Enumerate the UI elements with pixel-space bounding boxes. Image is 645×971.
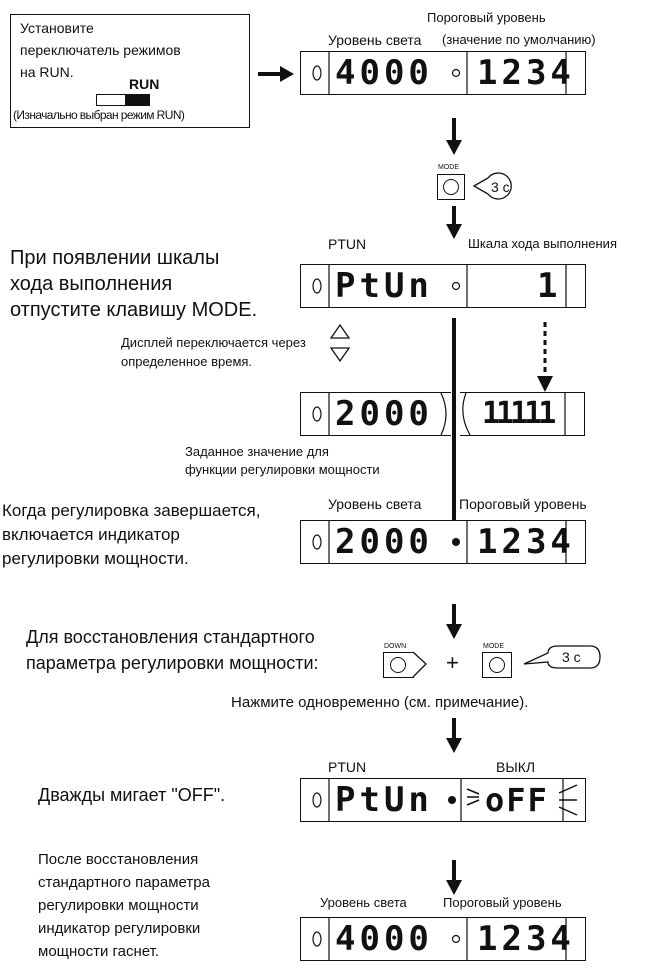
mode-switch-icon [96,94,150,106]
down-key-label: DOWN [384,643,407,650]
display-segments-6 [312,779,578,821]
restored-note-line-4: индикатор регулировки [38,920,201,937]
switch-note-line-2: определенное время. [121,354,253,369]
display-panel-2: PtUn 1 [300,264,586,308]
ptun-label: PTUN [328,236,367,252]
display-1-right-value: 1234 [477,53,575,93]
mode-button[interactable] [437,174,465,200]
threshold-label-4: Пороговый уровень [459,496,587,512]
dashed-down-arrow-icon [537,322,553,392]
duration-text-2: 3 с [562,649,581,665]
down-arrow-icon [446,604,462,639]
restored-note-line-3: регулировки мощности [38,897,199,914]
complete-instruction-line-2: включается индикатор [2,525,180,544]
display-panel-4: 2000 1234 [300,520,586,564]
display-3-right-value: 11111 [482,396,556,431]
display-3-left-value: 2000 [335,394,433,434]
button-circle-icon [390,657,406,673]
button-circle-icon [489,657,505,673]
mode-button-2[interactable] [482,652,512,678]
display-segments-1 [312,52,567,94]
toggle-triangles-icon [329,323,351,363]
right-arrow-icon [258,66,294,82]
run-instruction-line-3: на RUN. [20,64,74,80]
run-instruction-line-1: Установите [20,20,94,36]
off-label: ВЫКЛ [496,759,536,775]
restored-note-line-1: После восстановления [38,851,199,868]
progress-bar-label: Шкала хода выполнения [468,236,617,251]
down-button[interactable] [383,652,414,678]
duration-bubble-icon [472,172,512,200]
run-instruction-box [10,14,250,128]
display-6-right-value: oFF [485,781,549,819]
down-arrow-icon [446,118,462,155]
display-panel-3-left: 2000 [300,392,451,436]
duration-bubble-icon [523,645,601,669]
display-segments-3 [312,392,447,436]
release-instruction-line-2: хода выполнения [10,273,173,295]
light-level-label-7: Уровень света [320,895,407,910]
plus-sign: + [446,650,459,675]
default-run-note: (Изначально выбран режим RUN) [13,108,185,122]
display-2-left-value: PtUn [335,266,433,306]
value-note-line-2: функции регулировки мощности [185,462,380,477]
run-instruction-line-2: переключатель режимов [20,42,181,58]
display-4-right-value: 1234 [477,522,575,562]
display-7-right-value: 1234 [477,919,575,959]
duration-text: 3 с [491,179,510,195]
display-segments-2 [312,265,567,307]
ptun-label-6: PTUN [328,759,367,775]
down-arrow-icon [446,206,462,239]
threshold-default-label-2: (значение по умолчанию) [442,32,596,47]
light-level-label: Уровень света [328,32,422,48]
display-1-left-value: 4000 [335,53,433,93]
display-panel-6: PtUn oFF [300,778,586,822]
display-segments-3b [462,392,566,436]
threshold-default-label-1: Пороговый уровень [427,10,546,25]
display-segments-7 [312,918,567,960]
display-panel-7: 4000 1234 [300,917,586,961]
mode-key-label: MODE [438,164,459,171]
restore-instruction-line-2: параметра регулировки мощности: [26,653,319,673]
display-6-left-value: PtUn [335,780,433,820]
threshold-label-7: Пороговый уровень [443,895,562,910]
switch-note-line-1: Дисплей переключается через [121,335,306,350]
restored-note-line-2: стандартного параметра [38,874,210,891]
restore-instruction-line-1: Для восстановления стандартного [26,627,315,647]
press-simultaneously-note: Нажмите одновременно (см. примечание). [231,694,529,711]
restored-note-line-5: мощности гаснет. [38,943,160,960]
button-circle-icon [443,179,459,195]
complete-instruction-line-1: Когда регулировка завершается, [2,501,261,520]
value-note-line-1: Заданное значение для [185,444,329,459]
display-panel-3-right: 11111 [460,392,585,436]
release-instruction-line-3: отпустите клавишу MODE. [10,299,258,321]
display-7-left-value: 4000 [335,919,433,959]
down-arrow-icon [446,860,462,895]
display-panel-1: 4000 1234 [300,51,586,95]
light-level-label-4: Уровень света [328,496,422,512]
run-switch-label: RUN [129,76,160,92]
down-arrow-icon [446,718,462,753]
display-segments-4 [312,521,567,563]
blink-twice-instruction: Дважды мигает "OFF". [38,785,226,805]
mode-key-label-2: MODE [483,643,504,650]
release-instruction-line-1: При появлении шкалы [10,247,220,269]
complete-instruction-line-3: регулировки мощности. [2,549,189,568]
display-2-right-value: 1 [537,266,558,306]
display-4-left-value: 2000 [335,522,433,562]
